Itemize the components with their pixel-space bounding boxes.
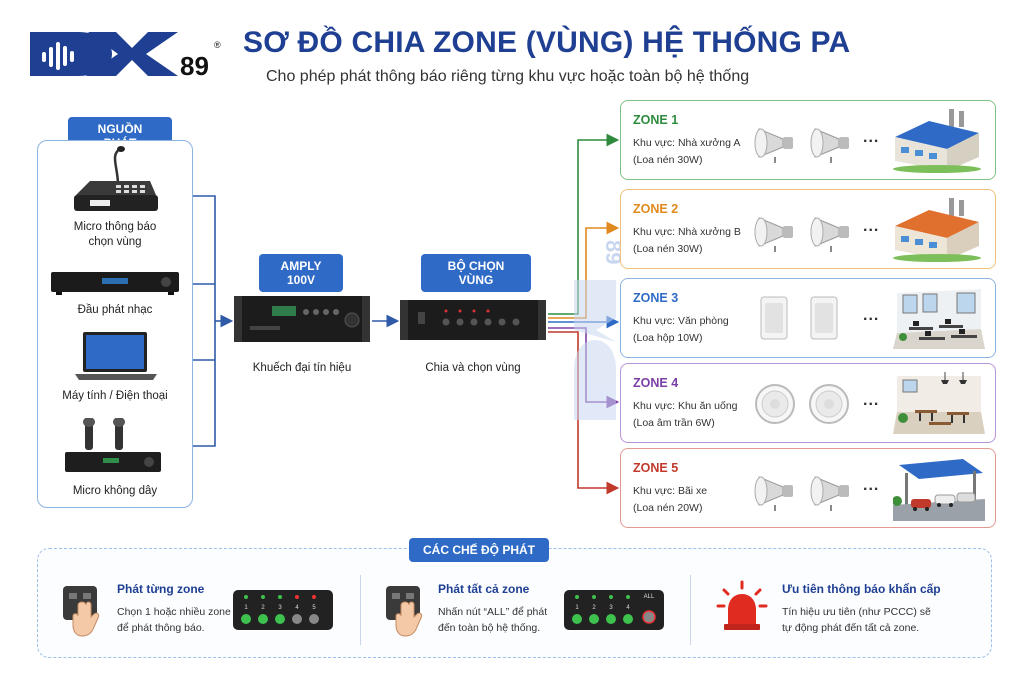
svg-text:1: 1: [244, 605, 248, 611]
dx89-logo: 89 ®: [30, 32, 221, 80]
svg-text:3: 3: [609, 605, 613, 611]
zone-5-title: ZONE 5: [633, 461, 679, 475]
zone-5-ellipsis: ...: [863, 477, 880, 494]
mode-1-desc: Chọn 1 hoặc nhiều zone để phát thông báo…: [117, 606, 231, 634]
mode-2-title: Phát tất cả zone: [438, 582, 530, 596]
zone-4-area: Khu vực: Khu ăn uống: [633, 400, 738, 412]
source-label-wireless-mic: Micro không dây: [72, 485, 158, 497]
svg-text:89: 89: [601, 240, 620, 264]
box-speaker-icon: [810, 296, 838, 340]
parking-lot-icon: [893, 459, 985, 521]
zone-3-speaker: (Loa hộp 10W): [633, 332, 703, 344]
svg-text:®: ®: [214, 40, 221, 50]
horn-speaker-icon: [810, 476, 849, 511]
emergency-alarm-icon: [716, 580, 768, 630]
zone-2-area: Khu vực: Nhà xưởng B: [633, 226, 741, 238]
dx89-watermark: 89: [574, 240, 620, 420]
zone-4-title: ZONE 4: [633, 376, 679, 390]
box-speaker-icon: [760, 296, 788, 340]
music-player-icon: [51, 272, 179, 295]
laptop-icon: [75, 332, 157, 380]
zone-3-title: ZONE 3: [633, 291, 679, 305]
zone-4-speaker: (Loa âm trần 6W): [633, 417, 715, 429]
svg-text:5: 5: [312, 605, 316, 611]
page-subtitle: Cho phép phát thông báo riêng từng khu v…: [266, 68, 750, 85]
zone-4-ellipsis: ...: [863, 392, 880, 409]
zone-1-area: Khu vực: Nhà xưởng A: [633, 137, 741, 149]
zone-2-title: ZONE 2: [633, 202, 679, 216]
mode-3-desc: Tín hiệu ưu tiên (như PCCC) sẽ tự động p…: [782, 606, 931, 634]
all-zone-button-panel-icon: 1 2 3 4 ALL: [564, 590, 664, 630]
selector-caption: Chia và chọn vùng: [425, 362, 521, 374]
press-button-hand-icon: [63, 586, 100, 637]
modes-heading: CÁC CHẾ ĐỘ PHÁT: [409, 538, 549, 562]
selector-heading: BỘ CHỌN VÙNG: [421, 254, 531, 292]
zone-2-speaker: (Loa nén 30W): [633, 243, 703, 255]
zone-selector-icon: [400, 300, 546, 340]
press-button-hand-icon: [386, 586, 423, 637]
horn-speaker-icon: [754, 476, 793, 511]
source-label-paging-mic: Micro thông báo chọn vùng: [73, 221, 157, 248]
mode-2-desc: Nhấn nút “ALL” để phát đến toàn bộ hệ th…: [438, 606, 548, 634]
source-label-laptop: Máy tính / Điện thoại: [62, 390, 168, 402]
zone-4-card: ZONE 4 Khu vực: Khu ăn uống (Loa âm trần…: [620, 363, 996, 443]
zone-2-card: ZONE 2 Khu vực: Nhà xưởng B (Loa nén 30W…: [620, 189, 996, 269]
factory-orange-roof-icon: [893, 198, 981, 262]
svg-text:2: 2: [592, 605, 596, 611]
mode-1-title: Phát từng zone: [117, 582, 205, 596]
mode-divider: [690, 575, 691, 645]
zone-5-card: ZONE 5 Khu vực: Bãi xe (Loa nén 20W) ...: [620, 448, 996, 528]
svg-text:2: 2: [261, 605, 265, 611]
zone-3-area: Khu vực: Văn phòng: [633, 315, 729, 327]
factory-blue-roof-icon: [893, 109, 981, 173]
svg-text:3: 3: [278, 605, 282, 611]
mode-divider: [360, 575, 361, 645]
horn-speaker-icon: [810, 128, 849, 163]
amplifier-caption: Khuếch đại tín hiệu: [252, 362, 352, 374]
zone-5-speaker: (Loa nén 20W): [633, 502, 703, 514]
horn-speaker-icon: [754, 128, 793, 163]
svg-text:1: 1: [575, 605, 579, 611]
amplifier-icon: [234, 296, 370, 342]
ceiling-speaker-icon: [755, 384, 795, 424]
amplifier-heading: AMPLY 100V: [259, 254, 343, 292]
zone-1-card: ZONE 1 Khu vực: Nhà xưởng A (Loa nén 30W…: [620, 100, 996, 180]
svg-text:4: 4: [295, 605, 299, 611]
zone-1-speaker: (Loa nén 30W): [633, 154, 703, 166]
page-title: SƠ ĐỒ CHIA ZONE (VÙNG) HỆ THỐNG PA: [243, 26, 851, 59]
zone-1-title: ZONE 1: [633, 113, 679, 127]
paging-microphone-icon: [74, 146, 158, 211]
zone-3-card: ZONE 3 Khu vực: Văn phòng (Loa hộp 10W) …: [620, 278, 996, 358]
mode-3-title: Ưu tiên thông báo khẩn cấp: [782, 582, 941, 596]
ceiling-speaker-icon: [809, 384, 849, 424]
zone-button-panel-icon: 1 2 3 4 5: [233, 590, 333, 630]
svg-text:4: 4: [626, 605, 630, 611]
svg-text:89: 89: [180, 51, 209, 80]
zone-1-ellipsis: ...: [863, 129, 880, 146]
broadcast-modes-panel: [37, 548, 992, 658]
horn-speaker-icon: [754, 217, 793, 252]
zone-5-area: Khu vực: Bãi xe: [633, 485, 708, 497]
office-icon: [893, 289, 985, 349]
zone-3-ellipsis: ...: [863, 307, 880, 324]
source-label-music-player: Đầu phát nhạc: [77, 304, 153, 316]
zone-2-ellipsis: ...: [863, 218, 880, 235]
horn-speaker-icon: [810, 217, 849, 252]
dining-room-icon: [893, 372, 985, 434]
wireless-microphone-icon: [65, 418, 161, 472]
svg-text:ALL: ALL: [644, 594, 655, 600]
